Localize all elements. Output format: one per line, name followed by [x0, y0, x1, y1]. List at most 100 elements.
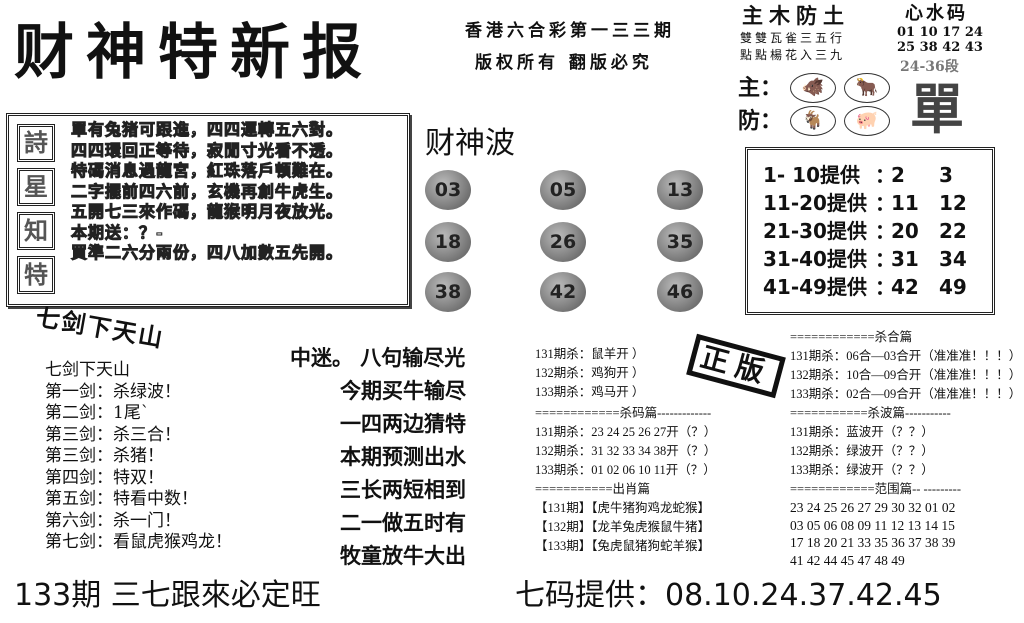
number-ball: 46 — [657, 272, 703, 312]
ox-icon: 🐂 — [844, 73, 890, 103]
sword-item: 第四剑：特双！ — [45, 467, 164, 488]
wave-item: 133期杀：绿波开（？？） — [790, 463, 934, 477]
pig-icon: 🐗 — [790, 73, 836, 103]
poem-tile: 星 — [17, 168, 55, 206]
poem-line: 本期送：？- — [70, 222, 164, 242]
wave-title: 财神波 — [425, 126, 515, 161]
main-wood-heading: 主木防土 — [742, 4, 850, 28]
zodiac-out: 【131期】【虎牛猪狗鸡龙蛇猴】 — [535, 501, 711, 515]
seven-codes: 七码提供：08.10.24.37.42.45 — [515, 578, 942, 613]
pig-icon: 🐖 — [844, 106, 890, 136]
single-char: 單 — [910, 77, 964, 141]
number-ball: 13 — [657, 170, 703, 210]
goat-icon: 🐐 — [790, 106, 836, 136]
verse-2: 點點楊花入三九 — [740, 48, 846, 62]
authentic-stamp: 正版 — [686, 333, 786, 399]
verse-line: 一四两边猜特 — [340, 412, 466, 436]
range-value: 42 — [891, 275, 919, 299]
kill-code: 132期杀：31 32 33 34 38开（？） — [535, 444, 717, 458]
number-ball: 42 — [540, 272, 586, 312]
poem-line: 五開七三來作碼，龍猴明月夜放光。 — [70, 202, 344, 222]
zodiac-out: 【132期】【龙羊兔虎猴鼠牛猪】 — [535, 520, 711, 534]
combo-item: 131期杀：06合—03合开（准准准！！！） — [790, 349, 1022, 363]
verse-line: 今期买牛输尽 — [340, 379, 466, 403]
swords-title: 七剑下天山 — [33, 301, 167, 354]
section-header: ============杀合篇 — [790, 330, 913, 344]
heart-code-row-1: 01 10 17 24 — [897, 25, 983, 40]
range-value: 22 — [939, 219, 967, 243]
poem-tile: 特 — [17, 256, 55, 294]
section-header: ===========杀波篇----------- — [790, 406, 951, 420]
combos-section: ============杀合篇 131期杀：06合—03合开（准准准！！！） 1… — [790, 328, 1021, 569]
poem-line: 單有兔猪可跟進，四四運轉五六對。 — [70, 120, 344, 140]
range-box — [745, 147, 995, 315]
combo-item: 133期杀：02合—09合开（准准准！！！） — [790, 387, 1022, 401]
number-ball: 18 — [425, 222, 471, 262]
combo-item: 132期杀：10合—09合开（准准准！！！） — [790, 368, 1022, 382]
bottom-slogan: 133期 三七跟來必定旺 — [14, 578, 321, 613]
main-label: 主： — [738, 75, 783, 101]
verse-line: 中迷。 八句输尽光 — [290, 346, 466, 370]
kill-zodiac: 131期杀：鼠羊开 ） — [535, 347, 645, 361]
range-value: 49 — [939, 275, 967, 299]
kill-zodiac: 132期杀：鸡狗开 ） — [535, 366, 645, 380]
poem-tile: 知 — [17, 212, 55, 250]
segment-label: 24-36段 — [900, 59, 959, 75]
range-value: 2 — [891, 163, 905, 187]
range-value: 20 — [891, 219, 919, 243]
heart-code-title: 心水码 — [905, 3, 968, 24]
verse-line: 二一做五时有 — [340, 511, 466, 535]
verse-line: 本期预测出水 — [340, 445, 466, 469]
poem-line: 二字擺前四六前，玄機再創牛虎生。 — [70, 181, 344, 201]
range-label: 11-20提供 — [763, 191, 867, 215]
verse-line: 牧童放牛大出 — [340, 544, 466, 568]
newspaper-title: 财神特新报 — [14, 18, 374, 88]
number-ball: 03 — [425, 170, 471, 210]
sword-item: 第五剑：特看中数！ — [45, 489, 198, 509]
range-value: 31 — [891, 247, 919, 271]
section-header: ============范围篇-- --------- — [790, 482, 962, 496]
kills-section: 131期杀：鼠羊开 ） 132期杀：鸡狗开 ） 133期杀：鸡马开 ） — [535, 345, 683, 402]
sword-item: 第三剑：杀三合！ — [45, 424, 181, 445]
verse-line: 三长两短相到 — [340, 478, 466, 502]
sword-item: 第一剑：杀绿波！ — [45, 381, 181, 402]
range-value: 3 — [939, 163, 953, 187]
swords-list: 七剑下天山 第一剑：杀绿波！ 第二剑：1尾` 第三剑：杀三合！ 第三剑：杀猪！ … — [45, 360, 232, 554]
guard-animals: 🐐🐖 — [790, 106, 898, 136]
verse-1: 雙雙瓦雀三五行 — [740, 31, 846, 45]
range-label: 21-30提供 — [763, 219, 867, 243]
poem-line: 特碼消息過龍宮，紅珠落戶頓難在。 — [70, 161, 344, 181]
guard-label: 防： — [738, 108, 783, 134]
section-header: ============杀码篇------------- — [535, 406, 712, 420]
number-ball: 26 — [540, 222, 586, 262]
copyright-notice: 版权所有 翻版必究 — [475, 53, 653, 73]
range-number-row: 17 18 20 21 33 35 36 37 38 39 — [790, 535, 956, 550]
number-ball: 35 — [657, 222, 703, 262]
issue-header: 香港六合彩第一三三期 — [465, 21, 675, 41]
number-ball: 05 — [540, 170, 586, 210]
kill-codes: ============杀码篇------------- 131期杀：23 24… — [535, 404, 716, 556]
sword-item: 第三剑：杀猪！ — [45, 446, 164, 466]
range-value: 12 — [939, 191, 967, 215]
poem-line: 買準二六分兩份，四八加數五先開。 — [70, 243, 344, 263]
range-label: 41-49提供 — [763, 275, 867, 299]
section-header: ===========出肖篇 — [535, 482, 651, 496]
poem-line: 四四環回正等待，寂閒寸光看不透。 — [70, 140, 344, 160]
range-value: 11 — [891, 191, 919, 215]
poem-tile: 詩 — [17, 124, 55, 162]
range-label: 31-40提供 — [763, 247, 867, 271]
range-number-row: 23 24 25 26 27 29 30 32 01 02 — [790, 500, 956, 515]
poem-box: 詩 星 知 特 單有兔猪可跟進，四四運轉五六對。 四四環回正等待，寂閒寸光看不透… — [6, 113, 410, 307]
range-number-row: 41 42 44 45 47 48 49 — [790, 552, 905, 568]
sword-item: 七剑下天山 — [45, 360, 130, 380]
middle-verses: 中迷。 八句输尽光 今期买牛输尽 一四两边猜特 本期预测出水 三长两短相到 二一… — [290, 342, 530, 573]
number-ball: 38 — [425, 272, 471, 312]
range-label: 1- 10提供 — [763, 163, 861, 187]
wave-item: 131期杀：蓝波开（？？） — [790, 425, 934, 439]
